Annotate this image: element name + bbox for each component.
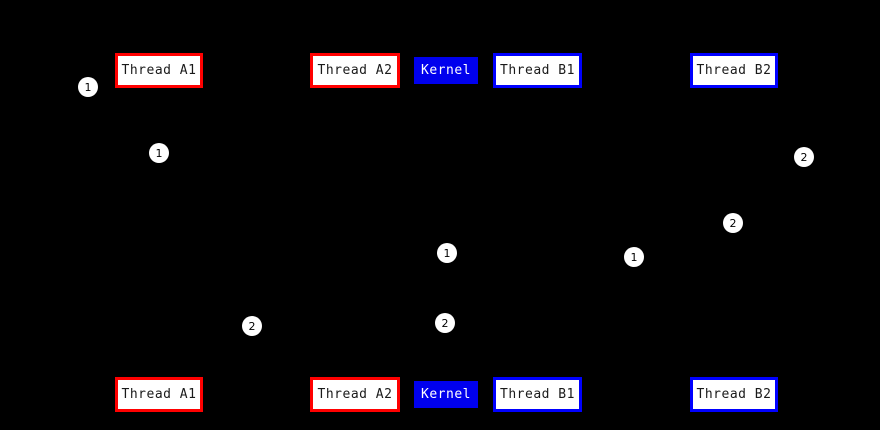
participant-label: Thread A1 <box>121 387 197 402</box>
participant-thread-b1-top[interactable]: Thread B1 <box>493 53 582 88</box>
arrowhead-a2-to-a1-icon <box>159 322 166 330</box>
step-badge: 1 <box>149 143 169 163</box>
participant-label: Thread B1 <box>500 63 575 78</box>
step-badge: 1 <box>437 243 457 263</box>
message-b2-to-b1 <box>537 157 734 158</box>
participant-label: Kernel <box>421 63 471 78</box>
participant-label: Thread A2 <box>317 63 393 78</box>
participant-label: Thread B2 <box>696 63 772 78</box>
arrowhead-kernel-to-b1-icon <box>530 249 537 257</box>
step-badge: 2 <box>794 147 814 167</box>
message-kernel-to-a2 <box>355 257 446 258</box>
step-badge: 1 <box>624 247 644 267</box>
lifeline-thread-a1 <box>159 88 160 377</box>
lifeline-kernel <box>446 84 447 381</box>
participant-thread-b1-bottom[interactable]: Thread B1 <box>493 377 582 412</box>
message-kernel-to-b1 <box>446 253 537 254</box>
message-kernel-to-a2b <box>355 323 446 324</box>
arrowhead-a1-to-a2-icon <box>348 149 355 157</box>
participant-kernel-bottom[interactable]: Kernel <box>414 381 478 408</box>
arrowhead-a2-to-kernel-icon <box>439 219 446 227</box>
participant-label: Thread B2 <box>696 387 772 402</box>
step-badge: 2 <box>435 313 455 333</box>
step-badge: 1 <box>78 77 98 97</box>
participant-thread-a1-bottom[interactable]: Thread A1 <box>115 377 203 412</box>
arrowhead-kernel-to-a2-icon <box>355 253 362 261</box>
participant-thread-a2-top[interactable]: Thread A2 <box>310 53 400 88</box>
participant-label: Thread B1 <box>500 387 575 402</box>
participant-label: Kernel <box>421 387 471 402</box>
lifeline-thread-b1 <box>537 88 538 377</box>
participant-label: Thread A1 <box>121 63 197 78</box>
participant-thread-b2-bottom[interactable]: Thread B2 <box>690 377 778 412</box>
message-a2-to-kernel <box>355 223 446 224</box>
participant-label: Thread A2 <box>317 387 393 402</box>
message-a1-to-a2 <box>159 153 355 154</box>
participant-thread-a1-top[interactable]: Thread A1 <box>115 53 203 88</box>
step-badge: 2 <box>242 316 262 336</box>
step-badge: 2 <box>723 213 743 233</box>
lifeline-thread-a2 <box>355 88 356 377</box>
participant-kernel-top[interactable]: Kernel <box>414 57 478 84</box>
participant-thread-b2-top[interactable]: Thread B2 <box>690 53 778 88</box>
participant-thread-a2-bottom[interactable]: Thread A2 <box>310 377 400 412</box>
arrowhead-b1-to-kernel-icon <box>446 223 453 231</box>
message-b1-to-kernel <box>446 227 537 228</box>
arrowhead-b2-to-b1-icon <box>537 153 544 161</box>
